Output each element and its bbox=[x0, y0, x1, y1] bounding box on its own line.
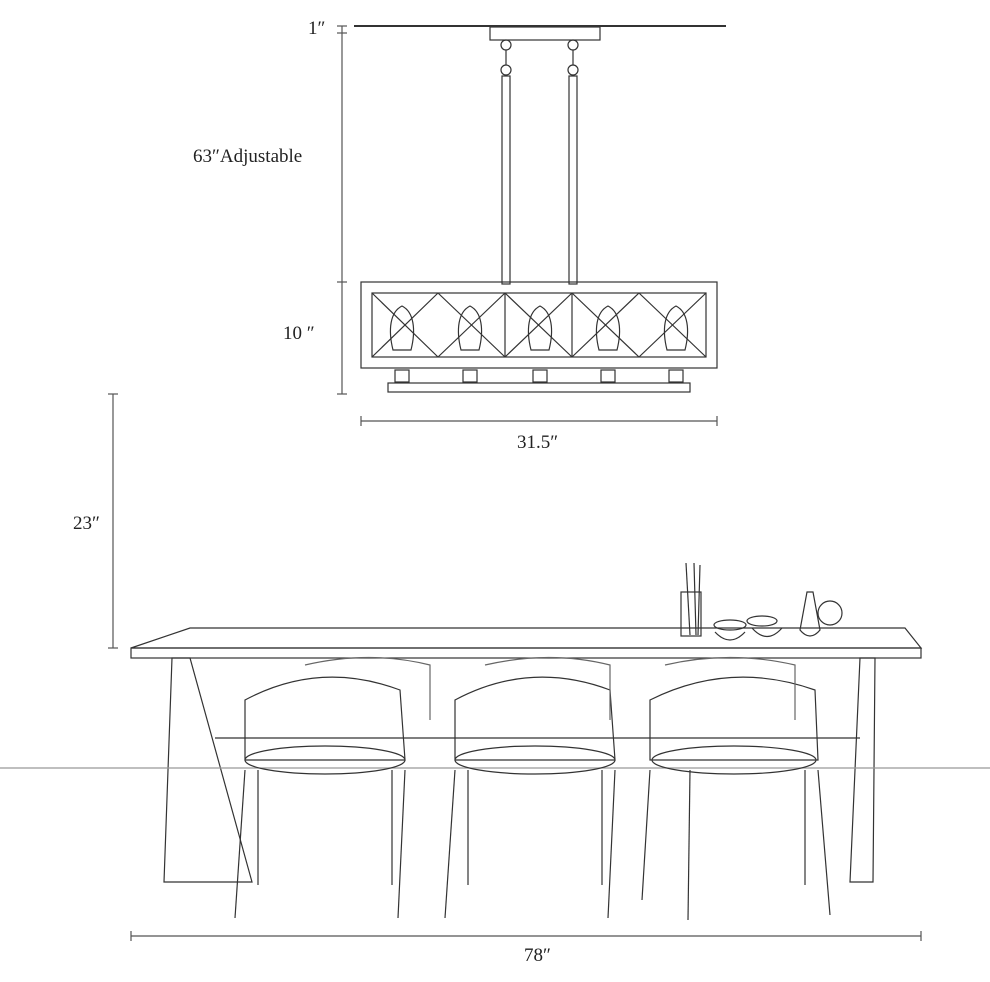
table-length-label: 78″ bbox=[524, 945, 551, 966]
chair bbox=[641, 676, 831, 921]
canopy bbox=[489, 26, 601, 41]
chair-back-row bbox=[304, 656, 796, 720]
fixture-width-label: 31.5″ bbox=[517, 432, 559, 453]
chain-length-label: 63″Adjustable bbox=[193, 146, 303, 167]
bulbs bbox=[389, 305, 689, 351]
dining-table bbox=[0, 627, 990, 883]
tabletop-items bbox=[680, 562, 843, 641]
clearance-label: 23″ bbox=[73, 513, 100, 534]
dimension-lines bbox=[108, 25, 922, 941]
chandelier-fixture bbox=[360, 281, 718, 393]
chair bbox=[444, 676, 616, 919]
chair bbox=[234, 676, 406, 919]
canopy-dimension-label: 1″ bbox=[308, 18, 326, 39]
chairs bbox=[234, 656, 831, 921]
suspension-rods bbox=[500, 39, 579, 285]
fixture-height-label: 10 ″ bbox=[283, 323, 315, 344]
